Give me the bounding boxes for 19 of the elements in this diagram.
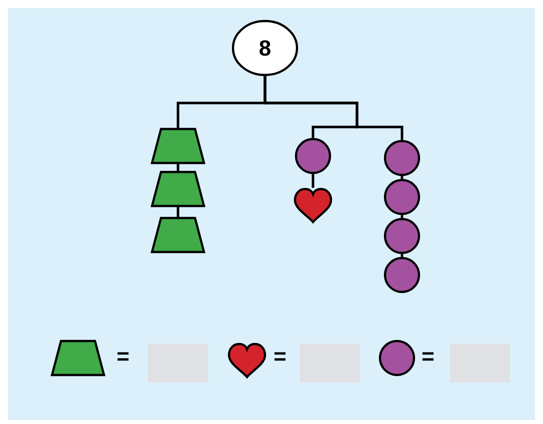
hanging-line xyxy=(176,206,180,218)
heart-shape xyxy=(294,188,332,224)
equals-sign: = xyxy=(274,352,286,361)
circle-shape xyxy=(378,340,416,376)
circle-shape xyxy=(384,218,420,254)
number-oval: 8 xyxy=(232,20,298,76)
hanging-line xyxy=(400,254,404,257)
hanging-line xyxy=(312,174,314,188)
hanging-line xyxy=(264,76,404,140)
hanging-line xyxy=(176,163,180,172)
circle-shape xyxy=(294,138,332,174)
circle-shape xyxy=(384,256,420,294)
hanging-line xyxy=(400,176,404,179)
circle-shape xyxy=(384,140,420,176)
equals-sign: = xyxy=(118,352,129,361)
hanging-line xyxy=(400,215,404,218)
heart-shape xyxy=(228,342,266,378)
equals-sign: = xyxy=(422,352,434,361)
circle-shape xyxy=(384,178,420,216)
